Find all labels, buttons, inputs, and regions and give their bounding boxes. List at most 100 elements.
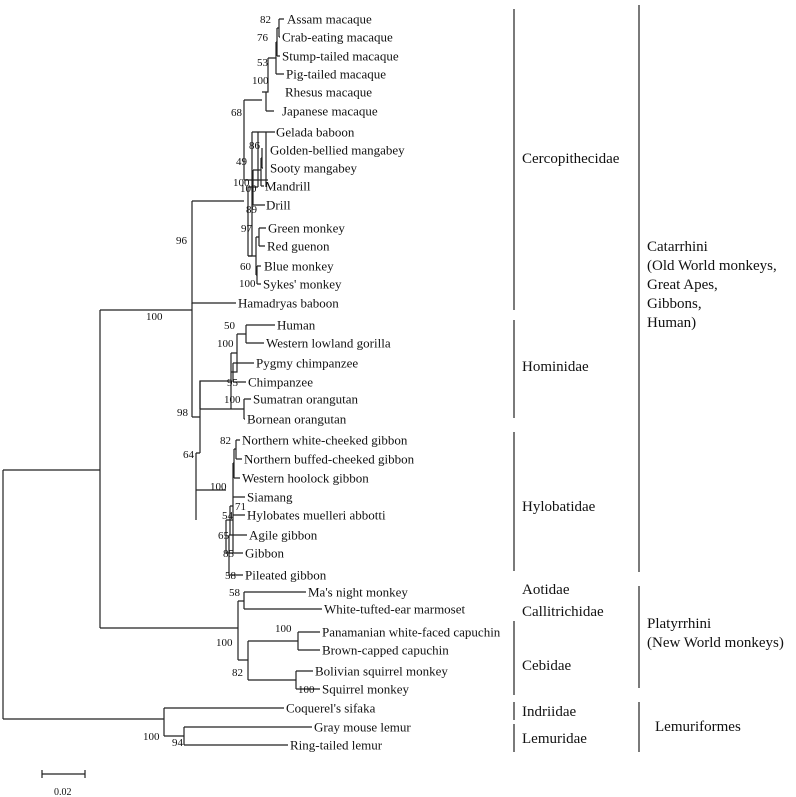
leaf-label: Pig-tailed macaque: [286, 67, 386, 82]
leaf-label: Golden-bellied mangabey: [270, 143, 405, 158]
bootstrap-value: 82: [220, 435, 231, 447]
bootstrap-value: 60: [240, 261, 252, 273]
leaf-label: Northern buffed-cheeked gibbon: [244, 452, 415, 467]
family-label: Aotidae: [522, 582, 570, 598]
leaf-label: Northern white-cheeked gibbon: [242, 433, 408, 448]
bootstrap-value: 76: [257, 32, 269, 44]
bootstrap-value: 100: [216, 637, 233, 649]
family-label: Cercopithecidae: [522, 151, 620, 167]
clade-label: Great Apes,: [647, 277, 718, 293]
bootstrap-value: 100: [240, 183, 257, 195]
leaf-label: Green monkey: [268, 221, 345, 236]
clade-label: (Old World monkeys,: [647, 258, 777, 274]
leaf-label: Sykes' monkey: [263, 277, 342, 292]
branch-cercopithecidae-root: [191, 99, 262, 304]
family-label: Hominidae: [522, 359, 589, 375]
bootstrap-value: 100: [252, 75, 269, 87]
family-label: Lemuridae: [522, 731, 587, 747]
clade-label: (New World monkeys): [647, 635, 784, 651]
branch-cercopithecini: [247, 131, 275, 285]
leaf-label: Mandrill: [265, 179, 311, 194]
scale-bar-line: [41, 770, 86, 778]
clade-label: Catarrhini: [647, 239, 708, 255]
bootstrap-value: 100: [143, 731, 160, 743]
bootstrap-value: 96: [176, 235, 188, 247]
leaf-label: Ma's night monkey: [308, 585, 408, 600]
bootstrap-value: 95: [227, 377, 239, 389]
bootstrap-value: 82: [260, 14, 271, 26]
leaf-label: Stump-tailed macaque: [282, 49, 399, 64]
leaf-label: Red guenon: [267, 239, 330, 254]
leaf-label: Japanese macaque: [282, 104, 378, 119]
leaf-label: Drill: [266, 198, 291, 213]
leaf-label: Human: [277, 318, 316, 333]
branch-platyrrhini: [100, 591, 322, 690]
bootstrap-value: 86: [249, 140, 261, 152]
leaf-label: Western hoolock gibbon: [242, 471, 369, 486]
leaf-label: Sumatran orangutan: [253, 392, 359, 407]
leaf-label: Western lowland gorilla: [266, 336, 391, 351]
leaf-label: Gibbon: [245, 546, 285, 561]
leaf-label: Pileated gibbon: [245, 568, 327, 583]
leaf-label: Sooty mangabey: [270, 161, 358, 176]
bootstrap-value: 100: [298, 684, 315, 696]
leaf-label: Panamanian white-faced capuchin: [322, 625, 501, 640]
bootstrap-value: 100: [217, 338, 234, 350]
scale-bar: 0.02: [41, 770, 86, 797]
leaf-label: Squirrel monkey: [322, 682, 410, 697]
bootstrap-value: 68: [231, 107, 243, 119]
leaf-label: Hamadryas baboon: [238, 296, 339, 311]
family-label: Hylobatidae: [522, 499, 596, 515]
clade-label: Human): [647, 315, 696, 331]
bootstrap-value: 58: [229, 587, 241, 599]
leaf-label: Hylobates muelleri abbotti: [247, 508, 386, 523]
leaf-label: Bornean orangutan: [247, 412, 347, 427]
clade-labels: Catarrhini (Old World monkeys, Great Apes,…: [647, 239, 784, 735]
bootstrap-value: 97: [241, 223, 253, 235]
leaf-label: White-tufted-ear marmoset: [324, 602, 466, 617]
branch-papionini: [248, 131, 268, 257]
bootstrap-value: 100: [233, 177, 250, 189]
bootstrap-value: 100: [275, 623, 292, 635]
leaf-label: Crab-eating macaque: [282, 30, 393, 45]
bootstrap-value: 98: [177, 407, 189, 419]
leaf-label: Coquerel's sifaka: [286, 701, 376, 716]
branch-hominidae: [199, 324, 275, 420]
bootstrap-value: 53: [257, 57, 269, 69]
branch-lemuriformes: [2, 469, 312, 746]
leaf-label: Assam macaque: [287, 12, 372, 27]
scale-bar-label: 0.02: [54, 787, 72, 797]
leaf-label: Ring-tailed lemur: [290, 738, 383, 753]
bootstrap-value: 82: [232, 667, 243, 679]
leaf-label: Pygmy chimpanzee: [256, 356, 358, 371]
bootstrap-value: 100: [239, 278, 256, 290]
leaf-label: Bolivian squirrel monkey: [315, 664, 448, 679]
branch-catarrhini: [99, 303, 201, 628]
leaf-label: Blue monkey: [264, 259, 334, 274]
bootstrap-value: 49: [236, 156, 248, 168]
leaf-label: Gray mouse lemur: [314, 720, 411, 735]
clade-label: Lemuriformes: [655, 719, 741, 735]
clade-label: Gibbons,: [647, 296, 702, 312]
bootstrap-value: 58: [225, 570, 237, 582]
leaf-label: Agile gibbon: [249, 528, 318, 543]
leaf-label: Gelada baboon: [276, 125, 355, 140]
leaf-label: Brown-capped capuchin: [322, 643, 449, 658]
bootstrap-value: 89: [246, 204, 258, 216]
clade-label: Platyrrhini: [647, 616, 711, 632]
bootstrap-value: 71: [235, 501, 246, 513]
bootstrap-value: 54: [222, 510, 234, 522]
bootstrap-value: 85: [223, 548, 235, 560]
branch-macaques: [262, 18, 284, 112]
tree-branches: [2, 18, 322, 746]
family-label: Callitrichidae: [522, 604, 604, 620]
leaf-label: Siamang: [247, 490, 293, 505]
bootstrap-value: 100: [210, 481, 227, 493]
branch-hylobatidae: [195, 439, 247, 576]
family-bars: [513, 5, 640, 752]
bootstrap-value: 50: [224, 320, 236, 332]
bootstrap-value: 65: [218, 530, 230, 542]
leaf-label: Chimpanzee: [248, 375, 313, 390]
